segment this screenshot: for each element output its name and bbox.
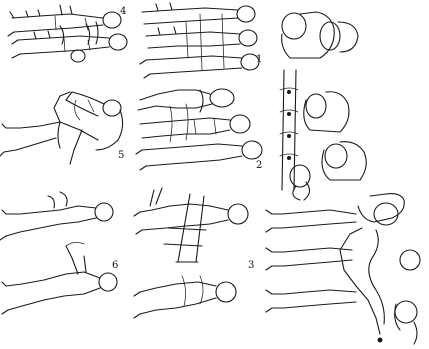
panel-number-5: 5 [118, 150, 124, 161]
panel-5-back-carry: 5 [0, 92, 124, 164]
three-rescuer-lift-bottom-right [266, 194, 420, 344]
stretcher-carry-top-right [280, 12, 366, 200]
panel-1-three-person-lift: 1 [140, 3, 262, 78]
panel-number-3: 3 [248, 260, 254, 271]
panel-number-4: 4 [120, 6, 126, 17]
panel-4-two-person-carry: 4 [8, 5, 127, 62]
panel-3-chair-lift: 3 [134, 188, 254, 318]
panel-number-1: 1 [256, 54, 262, 65]
panel-2-chair-carry: 2 [136, 89, 262, 171]
panel-number-2: 2 [256, 160, 262, 171]
panel-6-assisted-walk: 6 [0, 192, 118, 314]
panel-number-6: 6 [112, 260, 118, 271]
